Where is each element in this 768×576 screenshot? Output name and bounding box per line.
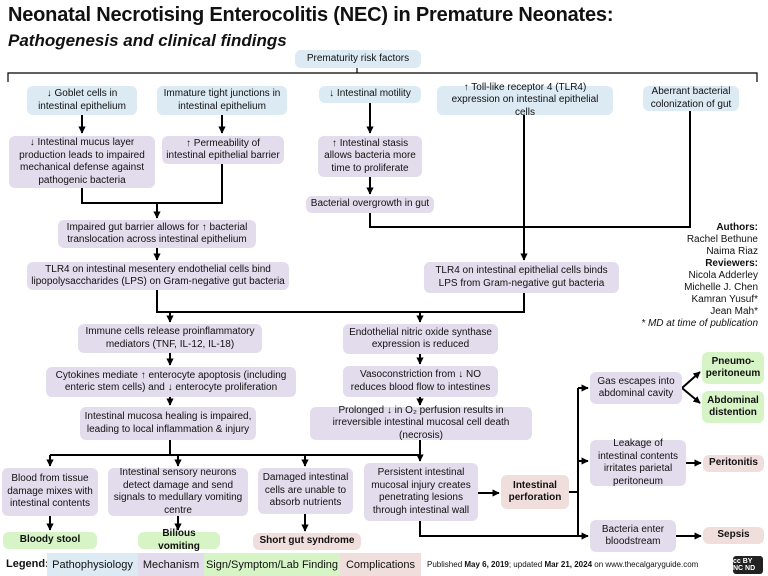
sign-pneumoperitoneum: Pneumo-peritoneum [702,352,764,384]
license-badge: cc BY NC ND [733,556,763,574]
published-mid: ; updated [508,560,545,569]
author-name: Rachel Bethune [686,234,758,245]
authors-block: Authors: Rachel Bethune Naima Riaz Revie… [641,222,758,330]
updated-date: Mar 21, 2024 [544,560,593,569]
legend: Legend: Pathophysiology Mechanism Sign/S… [0,553,768,576]
comp-peritonitis: Peritonitis [703,455,764,472]
node-sensory-neurons: Intestinal sensory neurons detect damage… [108,467,248,516]
node-enos: Endothelial nitric oxide synthase expres… [343,324,498,354]
comp-sepsis: Sepsis [703,527,764,544]
node-cytokines: Cytokines mediate ↑ enterocyte apoptosis… [46,367,296,397]
node-intestinal-perforation: Intestinal perforation [501,475,569,509]
sign-bloody-stool: Bloody stool [3,532,97,549]
reviewer-name: Michelle J. Chen [684,282,758,293]
node-impaired-barrier: Impaired gut barrier allows for ↑ bacter… [58,220,256,248]
reviewers-label: Reviewers: [705,258,758,269]
node-mucus-layer: ↓ Intestinal mucus layer production lead… [9,136,155,188]
node-tlr4-expression: ↑ Toll-like receptor 4 (TLR4) expression… [437,82,613,118]
node-tight-junctions: Immature tight junctions in intestinal e… [157,86,287,115]
risk-factors-header: Prematurity risk factors [295,50,421,68]
node-aberrant-colonization: Aberrant bacterial colonization of gut [643,86,739,111]
sign-abdominal-distention: Abdominal distention [702,391,764,423]
reviewer-name: Jean Mah* [710,306,758,317]
authors-label: Authors: [716,222,758,233]
node-motility: ↓ Intestinal motility [319,86,421,103]
node-tlr4-mesentery: TLR4 on intestinal mesentery endothelial… [27,262,289,290]
node-stasis: ↑ Intestinal stasis allows bacteria more… [318,136,422,177]
node-bacteria-bloodstream: Bacteria enter bloodstream [590,520,676,552]
legend-complications: Complications [340,553,421,576]
legend-sign-symptom: Sign/Symptom/Lab Finding [204,553,340,576]
node-leakage: Leakage of intestinal contents irritates… [590,438,686,487]
legend-pathophysiology: Pathophysiology [47,553,138,576]
published-prefix: Published [427,560,465,569]
comp-short-gut: Short gut syndrome [253,533,361,550]
md-note: * MD at time of publication [641,318,758,329]
node-permeability: ↑ Permeability of intestinal epithelial … [162,136,284,164]
node-immune-cells: Immune cells release proinflammatory med… [78,324,262,353]
legend-mechanism: Mechanism [138,553,204,576]
legend-label: Legend: [6,558,49,570]
published-info: Published May 6, 2019; updated Mar 21, 2… [427,560,698,569]
node-blood-mixes: Blood from tissue damage mixes with inte… [2,468,98,516]
published-site: on www.thecalgaryguide.com [592,560,699,569]
node-persistent-injury: Persistent intestinal mucosal injury cre… [364,463,478,521]
node-damaged-cells: Damaged intestinal cells are unable to a… [258,468,353,514]
reviewer-name: Kamran Yusuf* [691,294,758,305]
node-goblet-cells: ↓ Goblet cells in intestinal epithelium [27,86,137,115]
sign-bilious-vomiting: Bilious vomiting [138,528,220,552]
reviewer-name: Nicola Adderley [688,270,758,281]
node-prolonged-hypoxia: Prolonged ↓ in O₂ perfusion results in i… [310,405,532,441]
node-overgrowth: Bacterial overgrowth in gut [306,196,434,213]
node-healing-impaired: Intestinal mucosa healing is impaired, l… [80,407,256,440]
node-tlr4-epithelial: TLR4 on intestinal epithelial cells bind… [424,262,619,293]
node-gas-escapes: Gas escapes into abdominal cavity [590,372,682,404]
page-subtitle: Pathogenesis and clinical findings [8,31,287,50]
page-title: Neonatal Necrotising Enterocolitis (NEC)… [8,4,614,26]
node-vasoconstriction: Vasoconstriction from ↓ NO reduces blood… [343,366,498,397]
author-name: Naima Riaz [706,246,758,257]
published-date: May 6, 2019 [464,560,509,569]
